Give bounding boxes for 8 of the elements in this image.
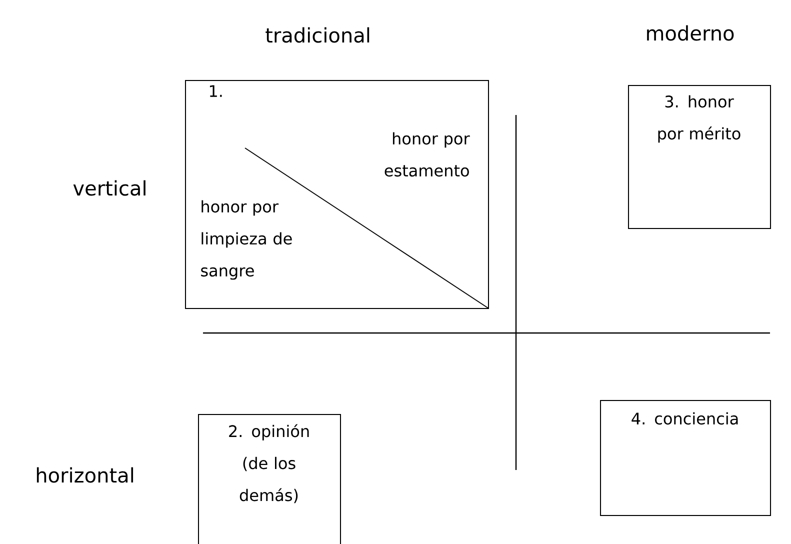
axis-label: horizontal (36, 467, 134, 483)
split-box: 1. honor por estamento honor por limpieza de sangre (185, 80, 489, 309)
axis-label: vertical (73, 180, 146, 196)
text-box: 4. conciencia (600, 400, 771, 516)
text-box: 3. honor por mérito (628, 85, 771, 229)
axis-label: moderno (647, 25, 734, 41)
text-box: 2. opinión (de los demás) (198, 414, 341, 544)
axis-label: tradicional (266, 27, 370, 43)
